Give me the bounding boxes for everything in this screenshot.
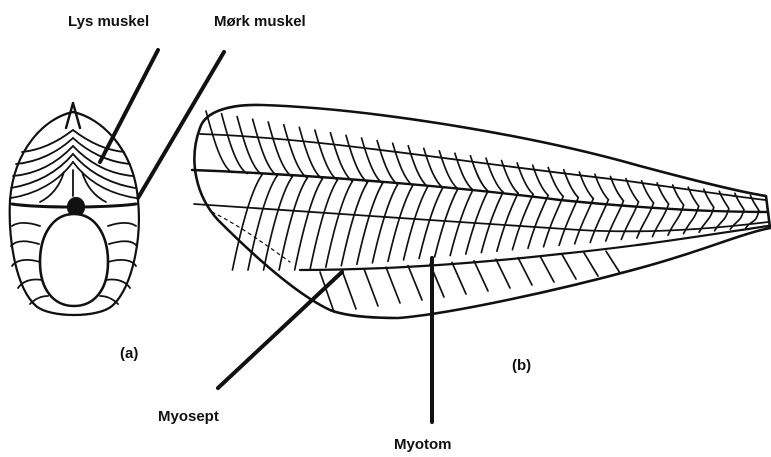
myoseptum-line [486, 158, 503, 192]
myoseptum-line [584, 253, 598, 276]
myoseptum-line [279, 178, 307, 270]
myoseptum-line [750, 195, 759, 210]
myoseptum-line [470, 156, 488, 191]
myoseptum-line [232, 175, 262, 270]
cross-section-drawing [10, 103, 139, 315]
myoseptum-line [606, 201, 624, 241]
myoseptum-line [540, 256, 554, 282]
label-myotome: Myotom [394, 437, 452, 452]
myoseptum-line [386, 267, 400, 303]
myoseptum-line [559, 198, 578, 246]
myoseptum-line [621, 202, 638, 240]
dorsal-fin-tip [66, 103, 80, 128]
myoseptum-line [362, 138, 383, 183]
myoseptum-line [502, 161, 519, 194]
myoseptum-line [518, 258, 532, 285]
myoseptum-line [455, 153, 473, 190]
myoseptum-line [268, 122, 292, 177]
myoseptum-line [264, 177, 293, 270]
pointer-myoseptum [218, 272, 342, 388]
myoseptum-line [248, 176, 277, 270]
pointer-light-muscle [100, 50, 158, 162]
myosepta-chevrons [206, 111, 759, 312]
myoseptum-line [364, 269, 378, 306]
myoseptum-line [315, 130, 338, 180]
myoseptum-line [408, 266, 422, 300]
label-panel-b: (b) [512, 358, 531, 373]
myoseptum-line [575, 199, 594, 244]
body-cavity [40, 214, 108, 306]
side-view-outline [194, 105, 770, 318]
myoseptum-line [474, 261, 488, 291]
myoseptum-line [606, 251, 620, 273]
myoseptum-line [206, 111, 232, 172]
myoseptum-line [284, 125, 308, 178]
label-light-muscle: Lys muskel [68, 14, 149, 29]
label-dark-muscle: Mørk muskel [214, 14, 306, 29]
myoseptum-line [496, 259, 510, 288]
myoseptum-line [562, 254, 576, 279]
myoseptum-line [342, 270, 356, 309]
pointer-dark-muscle [138, 52, 224, 198]
side-view-drawing [192, 105, 770, 318]
myoseptum-line [253, 119, 277, 175]
label-myoseptum: Myosept [158, 409, 219, 424]
myoseptum-line [590, 200, 608, 243]
myoseptum-line [299, 127, 322, 179]
myoseptum-line [295, 179, 323, 270]
myoseptum-line [346, 135, 368, 182]
myoseptum-line [452, 262, 466, 294]
belly-line [300, 226, 768, 270]
label-panel-a: (a) [120, 346, 138, 361]
myoseptum-line [330, 133, 352, 181]
myoseptum-line [746, 211, 759, 228]
